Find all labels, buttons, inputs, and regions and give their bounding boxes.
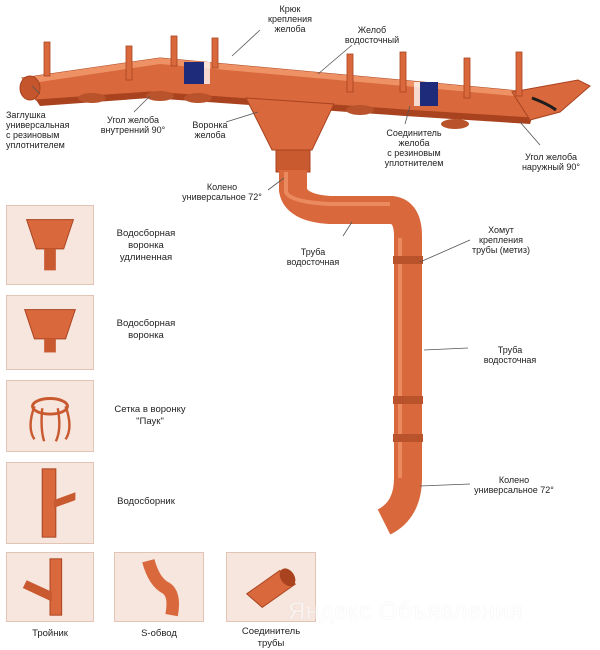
- tile-tee: [6, 552, 94, 622]
- callout-elbow-top: Колено универсальное 72°: [182, 182, 262, 202]
- tile-funnel: [6, 295, 94, 370]
- gutter-funnel: [245, 97, 335, 173]
- label-tee: Тройник: [32, 628, 68, 639]
- leader-arrows: [31, 29, 541, 487]
- callout-pipe-main: Труба водосточная: [483, 345, 537, 365]
- callout-gutter: Желоб водосточный: [344, 25, 400, 45]
- spider-image: [29, 397, 71, 442]
- label-pipe-connector: Соединитель трубы: [241, 626, 301, 649]
- callout-elbow-bottom: Колено универсальное 72°: [474, 475, 554, 495]
- end-cap: [19, 75, 41, 101]
- tile-s-bend: [114, 552, 204, 622]
- pipe-connector-image: [245, 568, 297, 609]
- funnel-image: [24, 309, 76, 353]
- collector-image: [41, 468, 76, 538]
- label-spider: Сетка в воронку "Паук": [114, 404, 186, 427]
- label-long-funnel: Водосборная воронка удлиненная: [116, 228, 176, 263]
- gutter-brackets: [78, 91, 469, 129]
- downpipe-run: [279, 170, 422, 535]
- label-collector: Водосборник: [117, 496, 175, 507]
- gutter-hooks: [43, 35, 523, 99]
- tile-long-funnel: [6, 205, 94, 285]
- callout-outer-corner: Угол желоба наружный 90°: [521, 152, 581, 172]
- tee-image: [22, 558, 63, 616]
- tile-spider: [6, 380, 94, 452]
- pipe-clamps: [393, 256, 423, 442]
- callout-hook: Крюк крепления желоба: [268, 4, 312, 34]
- callout-inner-corner: Угол желоба внутренний 90°: [100, 115, 166, 135]
- outer-corner-90: [511, 79, 591, 121]
- connector-seal-right: [414, 82, 438, 106]
- connector-seal-left: [184, 62, 210, 84]
- s-bend-image: [142, 558, 180, 617]
- long-funnel-image: [25, 219, 75, 271]
- tile-collector: [6, 462, 94, 544]
- callout-clamp: Хомут крепления трубы (метиз): [472, 225, 530, 255]
- label-funnel: Водосборная воронка: [116, 318, 176, 341]
- label-s-bend: S-обвод: [141, 628, 177, 639]
- callout-funnel: Воронка желоба: [192, 120, 228, 140]
- watermark: Яндекс Объявления: [288, 598, 523, 625]
- callout-end-cap: Заглушка универсальная с резиновым уплот…: [6, 110, 70, 150]
- callout-connector: Соединитель желоба с резиновым уплотните…: [384, 128, 444, 168]
- callout-pipe-upper: Труба водосточная: [286, 247, 340, 267]
- tile-pipe-connector: [226, 552, 316, 622]
